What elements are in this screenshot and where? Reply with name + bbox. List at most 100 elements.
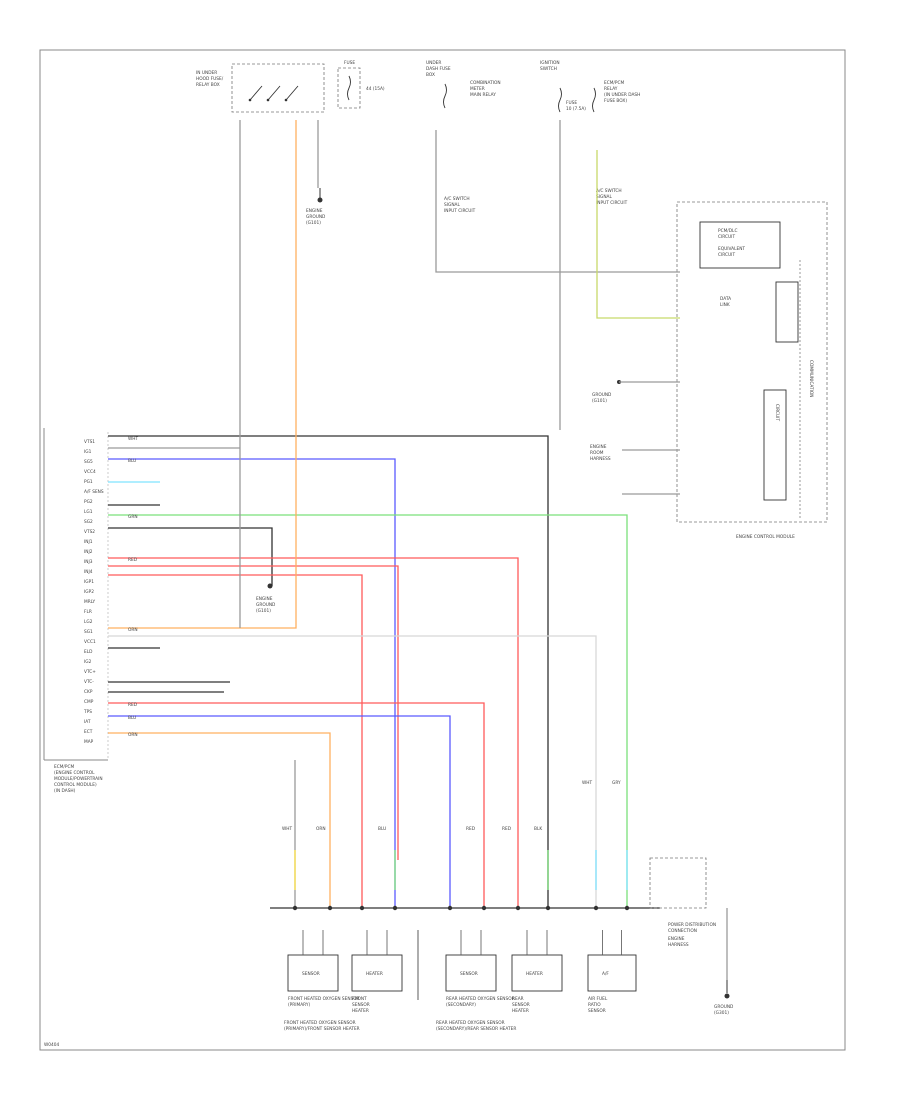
sensor-box: [511, 954, 563, 992]
wire-blue: [108, 458, 396, 908]
svg-text:FRONT HEATED OXYGEN SENSOR: FRONT HEATED OXYGEN SENSOR: [284, 1020, 356, 1026]
svg-text:COMMUNICATION: COMMUNICATION: [808, 360, 814, 398]
svg-text:SWITCH: SWITCH: [540, 66, 557, 72]
svg-text:HARNESS: HARNESS: [590, 456, 611, 462]
wire-lightgray: [108, 635, 597, 908]
ecm-pin-label: VTC-: [84, 679, 94, 685]
bottom-captions: FRONT HEATED OXYGEN SENSOR (PRIMARY)/FRO…: [284, 936, 689, 1032]
svg-text:(IN DASH): (IN DASH): [54, 788, 76, 794]
svg-text:CIRCUIT: CIRCUIT: [718, 252, 735, 258]
ecm-pin-label: ELD: [84, 649, 93, 655]
ecm-pin-label: PG1: [84, 479, 93, 485]
sensor-caption: AIR FUEL: [588, 996, 608, 1002]
svg-text:IN UNDER: IN UNDER: [196, 70, 217, 76]
svg-text:ENGINE: ENGINE: [668, 936, 685, 942]
svg-text:ROOM: ROOM: [590, 450, 604, 456]
svg-text:GROUND: GROUND: [256, 602, 276, 608]
ecm-pin-label: VCC1: [84, 639, 96, 645]
svg-text:A/C SWITCH: A/C SWITCH: [444, 196, 470, 202]
ecm-pin-label: CKP: [84, 689, 93, 695]
ecm-pin-label: VTC+: [84, 669, 96, 675]
wire-color-tag: WHT: [128, 436, 138, 442]
wire-red: [108, 557, 519, 908]
sensor-box-label: HEATER: [526, 971, 543, 977]
svg-text:RELAY BOX: RELAY BOX: [196, 82, 220, 88]
svg-text:(ENGINE CONTROL: (ENGINE CONTROL: [54, 770, 95, 776]
svg-text:GROUND: GROUND: [714, 1004, 734, 1010]
ecm-pin-label: INJ1: [84, 539, 93, 545]
power-distribution-connection: POWER DISTRIBUTION CONNECTION: [270, 857, 716, 1000]
svg-text:RELAY: RELAY: [604, 86, 618, 92]
sensor-box: [351, 954, 403, 992]
ecm-pin-label: IAT: [84, 719, 91, 725]
sensor-caption: RATIO: [588, 1002, 601, 1008]
svg-text:ECM/PCM: ECM/PCM: [54, 764, 74, 770]
wire-color-tag: RED: [502, 826, 512, 832]
sensor-caption: (SECONDARY): [446, 1002, 476, 1008]
svg-text:LINK: LINK: [720, 302, 730, 308]
svg-text:ECM/PCM: ECM/PCM: [604, 80, 624, 86]
svg-text:(G101): (G101): [256, 608, 271, 614]
svg-text:UNDER: UNDER: [426, 60, 441, 66]
ecm-pin-label: LG1: [84, 509, 93, 515]
ecm-pin-label: MRLY: [84, 599, 96, 605]
svg-text:(G301): (G301): [714, 1010, 729, 1016]
sensor-caption: REAR HEATED OXYGEN SENSOR: [446, 996, 515, 1002]
wire-red: [108, 574, 363, 908]
svg-text:CONNECTION: CONNECTION: [668, 928, 697, 934]
sensor-caption: SENSOR: [588, 1008, 606, 1014]
sensor-box-label: HEATER: [366, 971, 383, 977]
sensor-caption: SENSOR: [512, 1002, 530, 1008]
sensor-caption: HEATER: [512, 1008, 529, 1014]
svg-text:(IN UNDER DASH: (IN UNDER DASH: [604, 92, 640, 98]
sensor-box: [445, 954, 497, 992]
wire-color-tag: BLK: [534, 826, 542, 832]
ecm-pin-label: INJ4: [84, 569, 93, 575]
svg-text:10 (7.5A): 10 (7.5A): [566, 106, 586, 112]
ecm-label: ECM/PCM (ENGINE CONTROL MODULE/POWERTRAI…: [54, 764, 103, 794]
svg-text:ENGINE: ENGINE: [590, 444, 607, 450]
sensor-caption: SENSOR: [352, 1002, 370, 1008]
diagram-frame: [39, 49, 846, 1051]
svg-text:(SECONDARY)/REAR SENSOR HEATER: (SECONDARY)/REAR SENSOR HEATER: [436, 1026, 516, 1032]
wire-color-tag: RED: [128, 557, 138, 563]
wire-color-tag: WHT: [282, 826, 292, 832]
svg-text:MODULE/POWERTRAIN: MODULE/POWERTRAIN: [54, 776, 103, 782]
wire-red: [108, 702, 485, 908]
gauge-control-module: PCM/DLC CIRCUIT EQUIVALENT CIRCUIT DATA …: [676, 201, 828, 540]
svg-text:IGNITION: IGNITION: [540, 60, 560, 66]
ecm-pin-label: MAP: [84, 739, 94, 745]
svg-text:(G101): (G101): [592, 398, 607, 404]
svg-text:MAIN RELAY: MAIN RELAY: [470, 92, 496, 98]
ecm-pin-label: IGP2: [84, 589, 94, 595]
svg-text:METER: METER: [470, 86, 485, 92]
fuse-44: FUSE 44 (15A): [337, 60, 385, 109]
under-dash-fuse: UNDER DASH FUSE BOX COMBINATION METER MA…: [426, 60, 501, 109]
svg-text:ENGINE: ENGINE: [306, 208, 323, 214]
wire-color-tag: GRN: [128, 514, 138, 520]
figure-number: W0404: [44, 1042, 59, 1048]
svg-text:SIGNAL: SIGNAL: [596, 194, 612, 200]
svg-text:EQUIVALENT: EQUIVALENT: [718, 246, 745, 252]
ecm-pin-label: VTS1: [84, 439, 95, 445]
wire-color-tag: GRY: [612, 780, 621, 786]
svg-text:COMBINATION: COMBINATION: [470, 80, 501, 86]
wire-color-tag: BLU: [378, 826, 386, 832]
ground-symbol: ENGINE GROUND (G101): [306, 188, 326, 226]
ecm-pin-label: VTS2: [84, 529, 95, 535]
ecm-pin-label: SG1: [84, 629, 93, 635]
svg-text:DASH FUSE: DASH FUSE: [426, 66, 451, 72]
wire-color-tag: RED: [128, 702, 138, 708]
sensor-box-label: A/F: [602, 971, 609, 977]
svg-text:CIRCUIT: CIRCUIT: [774, 404, 780, 421]
svg-text:CONTROL MODULE): CONTROL MODULE): [54, 782, 97, 788]
wire-color-tag: BLU: [128, 715, 136, 721]
wire-color-tag: ORN: [128, 627, 138, 633]
